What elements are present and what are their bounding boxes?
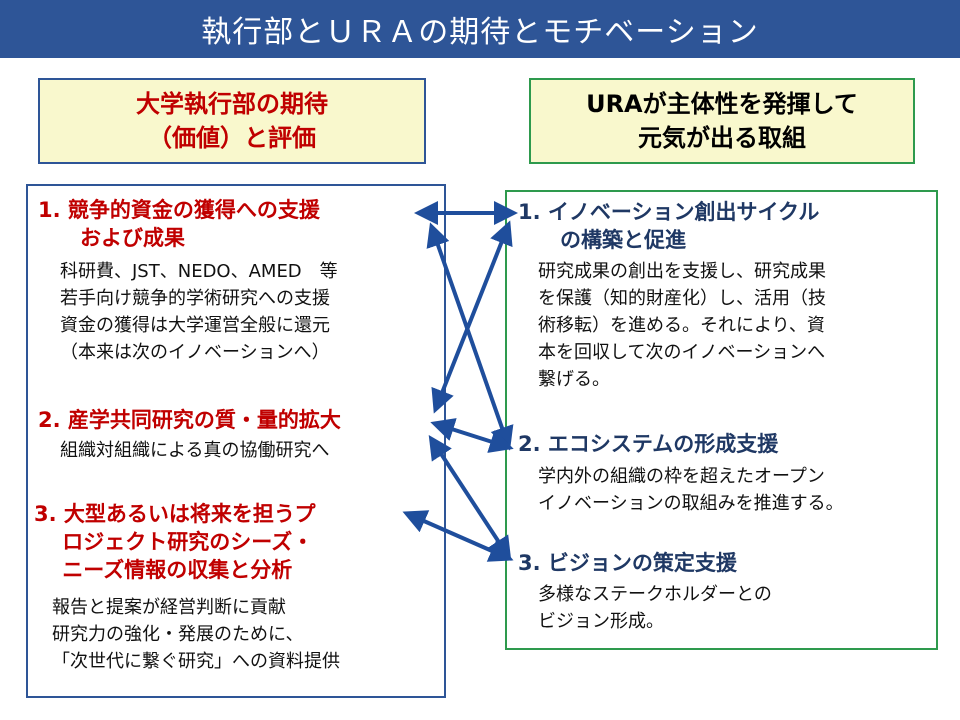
right-header-line-1: URAが主体性を発揮して bbox=[586, 90, 858, 118]
left-item-1-title-line-2: および成果 bbox=[38, 226, 185, 250]
left-item-3-body-line-1: 報告と提案が経営判断に貢献 bbox=[52, 597, 286, 618]
left-item-2-title-line-1: 2. 産学共同研究の質・量的拡大 bbox=[38, 408, 341, 432]
left-header-line-1: 大学執行部の期待 bbox=[136, 90, 328, 118]
left-item-2-body: 組織対組織による真の協働研究へ bbox=[60, 437, 329, 464]
right-item-3-body-line-1: 多様なステークホルダーとの bbox=[538, 584, 772, 605]
right-header: URAが主体性を発揮して 元気が出る取組 bbox=[529, 78, 915, 164]
left-item-1-body-line-4: （本来は次のイノベーションへ） bbox=[60, 342, 330, 363]
right-panel bbox=[505, 190, 938, 650]
left-item-3-title: 3. 大型あるいは将来を担うプ ロジェクト研究のシーズ・ ニーズ情報の収集と分析 bbox=[34, 500, 315, 584]
slide-title: 執行部とＵＲＡの期待とモチベーション bbox=[0, 0, 960, 58]
right-item-3-body: 多様なステークホルダーとの ビジョン形成。 bbox=[538, 581, 772, 635]
right-item-1-body-line-1: 研究成果の創出を支援し、研究成果 bbox=[538, 261, 826, 282]
left-item-2-title: 2. 産学共同研究の質・量的拡大 bbox=[38, 406, 341, 434]
left-item-1-body-line-2: 若手向け競争的学術研究への支援 bbox=[60, 288, 330, 309]
left-item-1-title-line-1: 1. 競争的資金の獲得への支援 bbox=[38, 198, 320, 222]
left-item-1-body-line-3: 資金の獲得は大学運営全般に還元 bbox=[60, 315, 330, 336]
left-header-line-2: （価値）と評価 bbox=[148, 124, 316, 152]
right-item-1-body-line-4: 本を回収して次のイノベーションへ bbox=[538, 342, 826, 363]
left-item-2-body-line-1: 組織対組織による真の協働研究へ bbox=[60, 440, 330, 461]
left-panel bbox=[26, 184, 446, 698]
right-item-1-body: 研究成果の創出を支援し、研究成果 を保護（知的財産化）し、活用（技 術移転）を進… bbox=[538, 258, 826, 393]
right-item-1-title: 1. イノベーション創出サイクル の構築と促進 bbox=[518, 198, 819, 254]
right-item-1-title-line-1: 1. イノベーション創出サイクル bbox=[518, 200, 820, 224]
left-item-1-body-line-1: 科研費、JST、NEDO、AMED 等 bbox=[60, 261, 338, 282]
right-item-2-body: 学内外の組織の枠を超えたオープン イノベーションの取組みを推進する。 bbox=[538, 463, 844, 517]
right-item-1-body-line-5: 繋げる。 bbox=[538, 369, 610, 390]
arrow-left2-right1 bbox=[431, 220, 513, 414]
right-item-3-title-line-1: 3. ビジョンの策定支援 bbox=[518, 551, 737, 575]
left-item-3-title-line-2: ロジェクト研究のシーズ・ bbox=[34, 530, 314, 554]
right-item-1-title-line-2: の構築と促進 bbox=[518, 228, 686, 252]
left-item-3-body-line-3: 「次世代に繋ぐ研究」への資料提供 bbox=[52, 651, 340, 672]
right-item-1-body-line-3: 術移転）を進める。それにより、資 bbox=[538, 315, 825, 336]
right-item-1-body-line-2: を保護（知的財産化）し、活用（技 bbox=[538, 288, 826, 309]
left-item-3-title-line-1: 3. 大型あるいは将来を担うプ bbox=[34, 502, 316, 526]
right-item-2-title: 2. エコシステムの形成支援 bbox=[518, 430, 778, 458]
arrow-left2-right2 bbox=[430, 418, 514, 453]
right-item-2-title-line-1: 2. エコシステムの形成支援 bbox=[518, 432, 779, 456]
left-item-3-body: 報告と提案が経営判断に貢献 研究力の強化・発展のために、 「次世代に繋ぐ研究」へ… bbox=[52, 594, 340, 675]
right-item-3-body-line-2: ビジョン形成。 bbox=[538, 611, 664, 632]
right-item-3-title: 3. ビジョンの策定支援 bbox=[518, 549, 737, 577]
right-item-2-body-line-1: 学内外の組織の枠を超えたオープン bbox=[538, 466, 825, 487]
left-item-1-body: 科研費、JST、NEDO、AMED 等 若手向け競争的学術研究への支援 資金の獲… bbox=[60, 258, 338, 366]
right-item-2-body-line-2: イノベーションの取組みを推進する。 bbox=[538, 493, 844, 514]
left-item-3-title-line-3: ニーズ情報の収集と分析 bbox=[34, 558, 293, 582]
left-item-1-title: 1. 競争的資金の獲得への支援 および成果 bbox=[38, 196, 320, 252]
left-item-3-body-line-2: 研究力の強化・発展のために、 bbox=[52, 624, 304, 645]
left-header: 大学執行部の期待 （価値）と評価 bbox=[38, 78, 426, 164]
right-header-line-2: 元気が出る取組 bbox=[638, 124, 806, 152]
